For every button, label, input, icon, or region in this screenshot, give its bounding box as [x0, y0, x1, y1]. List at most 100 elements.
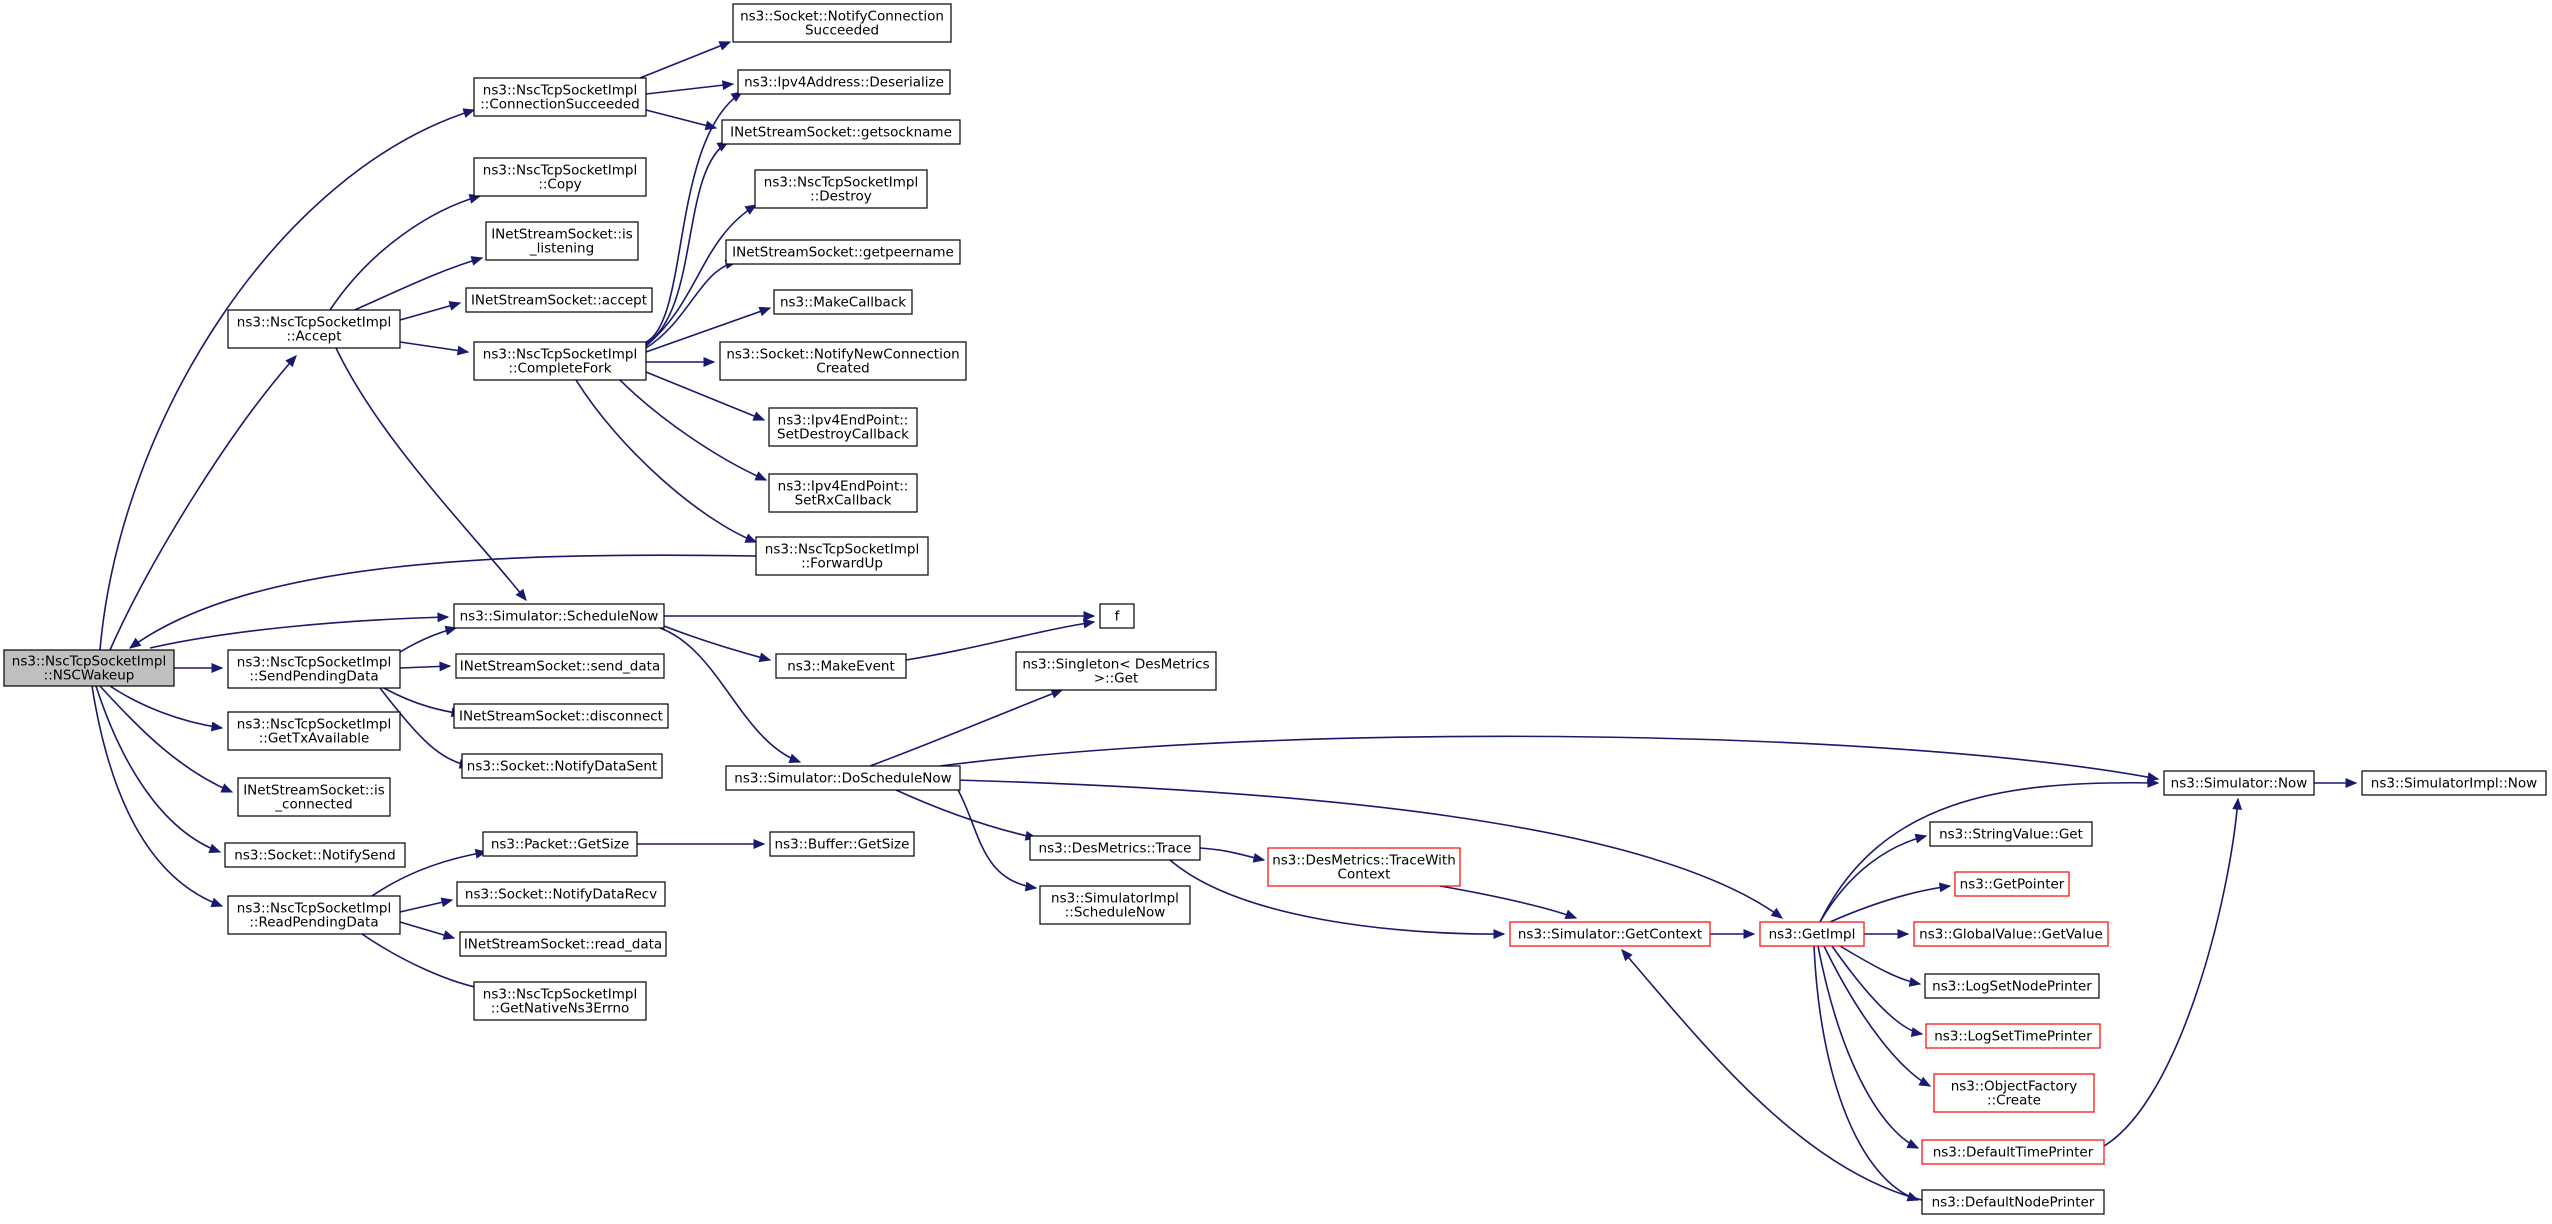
node-completefork[interactable]: ns3::NscTcpSocketImpl::CompleteFork [473, 341, 647, 381]
node-globalvalueget[interactable]: ns3::GlobalValue::GetValue [1913, 921, 2109, 947]
node-box [1509, 921, 1711, 947]
node-f[interactable]: f [1099, 603, 1135, 629]
edge-doschedulenow-to-desmetricstrace [895, 789, 1037, 839]
edge-getimpl-to-defaultnode [1813, 945, 1919, 1201]
node-destroy[interactable]: ns3::NscTcpSocketImpl::Destroy [754, 169, 928, 209]
node-label-line: ns3::StringValue::Get [1939, 827, 2083, 843]
node-sendpending[interactable]: ns3::NscTcpSocketImpl::SendPendingData [227, 649, 401, 689]
node-singletonget[interactable]: ns3::Singleton< DesMetrics>::Get [1015, 651, 1217, 691]
node-accept_inet[interactable]: INetStreamSocket::accept [465, 287, 653, 313]
node-label-line: ns3::Ipv4Address::Deserialize [744, 75, 944, 91]
node-simgetcontext[interactable]: ns3::Simulator::GetContext [1509, 921, 1711, 947]
node-isconnected[interactable]: INetStreamSocket::is_connected [237, 777, 391, 817]
nodes-layer: ns3::NscTcpSocketImpl::NSCWakeupns3::Nsc… [3, 3, 2547, 1215]
edge-doschedulenow-to-singletonget [869, 689, 1063, 767]
node-box [1099, 603, 1135, 629]
node-nscwakeup[interactable]: ns3::NscTcpSocketImpl::NSCWakeup [3, 649, 175, 687]
arrowhead-accept-to-accept_inet [448, 301, 462, 311]
node-box [227, 711, 401, 751]
node-getpeername[interactable]: INetStreamSocket::getpeername [725, 239, 961, 265]
node-label-line: INetStreamSocket::is [491, 227, 633, 243]
arrowhead-schedulenow-to-makeevent [758, 652, 772, 663]
node-box [227, 309, 401, 349]
node-simimplnow[interactable]: ns3::SimulatorImpl::Now [2361, 770, 2547, 796]
node-setdestroy[interactable]: ns3::Ipv4EndPoint::SetDestroyCallback [768, 407, 918, 447]
node-getnativeerrno[interactable]: ns3::NscTcpSocketImpl::GetNativeNs3Errno [473, 981, 647, 1021]
node-readdata[interactable]: INetStreamSocket::read_data [459, 931, 667, 957]
edge-accept-to-schedulenow [335, 347, 527, 601]
node-schedulenow[interactable]: ns3::Simulator::ScheduleNow [453, 603, 665, 629]
edge-getimpl-to-stringvalueget [1819, 835, 1927, 923]
node-gettxavail[interactable]: ns3::NscTcpSocketImpl::GetTxAvailable [227, 711, 401, 751]
node-notifysend[interactable]: ns3::Socket::NotifySend [224, 842, 406, 868]
edge-getimpl-to-logsetnode [1839, 945, 1921, 985]
node-defaultnode[interactable]: ns3::DefaultNodePrinter [1921, 1189, 2105, 1215]
node-simimplschednow[interactable]: ns3::SimulatorImpl::ScheduleNow [1039, 885, 1191, 925]
node-box [773, 289, 913, 315]
node-label-line: ns3::GetImpl [1769, 927, 1856, 943]
node-objfactorycreate[interactable]: ns3::ObjectFactory::Create [1933, 1073, 2095, 1113]
edge-nscwakeup-to-accept [109, 355, 297, 651]
edge-completefork-to-getsockname [645, 141, 729, 345]
node-setrx[interactable]: ns3::Ipv4EndPoint::SetRxCallback [768, 473, 918, 513]
node-defaulttime[interactable]: ns3::DefaultTimePrinter [1921, 1139, 2105, 1165]
node-label-line: ::Accept [286, 329, 341, 345]
arrowhead-makeevent-to-f [1082, 618, 1096, 629]
node-accept[interactable]: ns3::NscTcpSocketImpl::Accept [227, 309, 401, 349]
node-getpointer[interactable]: ns3::GetPointer [1954, 871, 2070, 897]
node-label-line: INetStreamSocket::disconnect [459, 709, 663, 725]
arrowhead-getimpl-to-logsettime [1910, 1027, 1924, 1037]
node-getimpl[interactable]: ns3::GetImpl [1759, 921, 1865, 947]
node-connsucc[interactable]: ns3::NscTcpSocketImpl::ConnectionSucceed… [473, 77, 647, 117]
node-logsetnode[interactable]: ns3::LogSetNodePrinter [1924, 973, 2100, 999]
node-packetgetsize[interactable]: ns3::Packet::GetSize [482, 831, 638, 857]
arrowhead-connsucc-to-ipv4deser [722, 80, 735, 91]
node-senddata[interactable]: INetStreamSocket::send_data [455, 653, 665, 679]
node-getsockname[interactable]: INetStreamSocket::getsockname [721, 119, 961, 145]
node-label-line: ns3::GetPointer [1960, 877, 2065, 893]
node-box [461, 753, 663, 779]
node-box [2361, 770, 2547, 796]
node-box [227, 649, 401, 689]
node-simnow[interactable]: ns3::Simulator::Now [2163, 770, 2315, 796]
arrowhead-accept-to-completefork [456, 345, 470, 356]
arrowhead-nscwakeup-to-accept [285, 355, 297, 368]
node-box [473, 77, 647, 117]
node-desmetricstrace[interactable]: ns3::DesMetrics::Trace [1029, 835, 1201, 861]
node-box [1933, 1073, 2095, 1113]
node-box [732, 3, 952, 43]
edge-readpending-to-packetgetsize [371, 851, 487, 897]
node-label-line: ns3::Simulator::ScheduleNow [460, 609, 659, 625]
node-label-line: INetStreamSocket::read_data [464, 937, 662, 953]
arrowhead-nscwakeup-to-connsucc [462, 108, 476, 118]
edge-connsucc-to-getsockname [645, 109, 717, 129]
node-islistening[interactable]: INetStreamSocket::is_listening [485, 221, 639, 261]
node-makeevent[interactable]: ns3::MakeEvent [775, 653, 907, 679]
node-ipv4deser[interactable]: ns3::Ipv4Address::Deserialize [737, 69, 951, 95]
node-stringvalueget[interactable]: ns3::StringValue::Get [1929, 821, 2093, 847]
node-notifydatasent[interactable]: ns3::Socket::NotifyDataSent [461, 753, 663, 779]
node-label-line: ns3::NscTcpSocketImpl [237, 717, 391, 733]
node-label-line: SetDestroyCallback [777, 427, 909, 443]
node-box [725, 239, 961, 265]
node-box [768, 407, 918, 447]
edge-defaultnode-to-simgetcontext [1621, 949, 1923, 1201]
node-forwardup[interactable]: ns3::NscTcpSocketImpl::ForwardUp [755, 536, 929, 576]
node-label-line: ns3::Ipv4EndPoint:: [778, 413, 909, 429]
node-notifydatarecv[interactable]: ns3::Socket::NotifyDataRecv [456, 881, 666, 907]
node-label-line: ns3::MakeEvent [787, 659, 895, 675]
node-disconnect[interactable]: INetStreamSocket::disconnect [453, 703, 669, 729]
node-buffergetsize[interactable]: ns3::Buffer::GetSize [769, 831, 915, 857]
node-readpending[interactable]: ns3::NscTcpSocketImpl::ReadPendingData [227, 895, 401, 935]
node-makecallback[interactable]: ns3::MakeCallback [773, 289, 913, 315]
node-label-line: ns3::Socket::NotifyDataSent [467, 759, 657, 775]
node-logsettime[interactable]: ns3::LogSetTimePrinter [1925, 1023, 2101, 1049]
node-doschedulenow[interactable]: ns3::Simulator::DoScheduleNow [725, 765, 961, 791]
node-copy[interactable]: ns3::NscTcpSocketImpl::Copy [473, 157, 647, 197]
node-label-line: ns3::ObjectFactory [1951, 1079, 2078, 1095]
node-label-line: ::GetNativeNs3Errno [491, 1001, 630, 1017]
